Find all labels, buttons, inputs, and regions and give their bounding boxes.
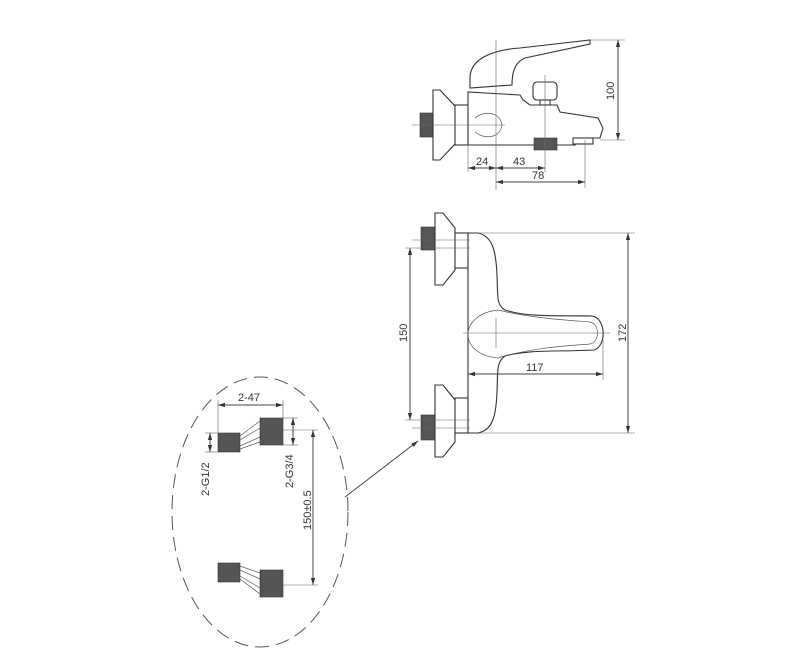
dim-label-100: 100: [605, 82, 617, 100]
dim-label-150: 150: [398, 324, 410, 342]
eccentric-large-thread-bottom: [259, 569, 284, 598]
front-top-thread: [420, 226, 436, 251]
dim-label-43: 43: [513, 156, 525, 168]
detail-view: 2-47 2-G1/2 2-G3/4 150±0.5: [171, 376, 349, 648]
dim-label-172: 172: [617, 324, 629, 342]
front-bottom-flange: [434, 384, 456, 458]
dim-label-78: 78: [532, 170, 544, 182]
dim-label-2-47: 2-47: [238, 392, 260, 404]
side-lever: [469, 39, 591, 89]
front-view: 150 172 117: [344, 212, 635, 498]
dim-label-150-tolerance: 150±0.5: [302, 490, 314, 530]
dim-label-117: 117: [526, 362, 544, 374]
eccentric-link-top: [239, 420, 261, 450]
dim-label-24: 24: [476, 156, 488, 168]
detail-callout-arrow: [344, 440, 419, 498]
front-bottom-thread: [420, 414, 436, 441]
front-top-flange: [434, 212, 456, 286]
side-view: 24 43 78 100: [412, 39, 625, 190]
eccentric-large-thread-top: [259, 417, 284, 446]
detail-boundary-ellipse: [171, 376, 349, 648]
eccentric-small-thread-bottom: [217, 562, 241, 583]
thread-label-g12: 2-G1/2: [200, 462, 212, 496]
side-spout-tip: [572, 137, 594, 145]
front-lever-head: [467, 309, 499, 359]
eccentric-link-bottom: [239, 565, 261, 595]
side-outlet-thread: [533, 137, 558, 151]
front-top-nut: [454, 232, 469, 269]
eccentric-small-thread-top: [217, 432, 241, 453]
thread-label-g34: 2-G3/4: [284, 454, 296, 488]
